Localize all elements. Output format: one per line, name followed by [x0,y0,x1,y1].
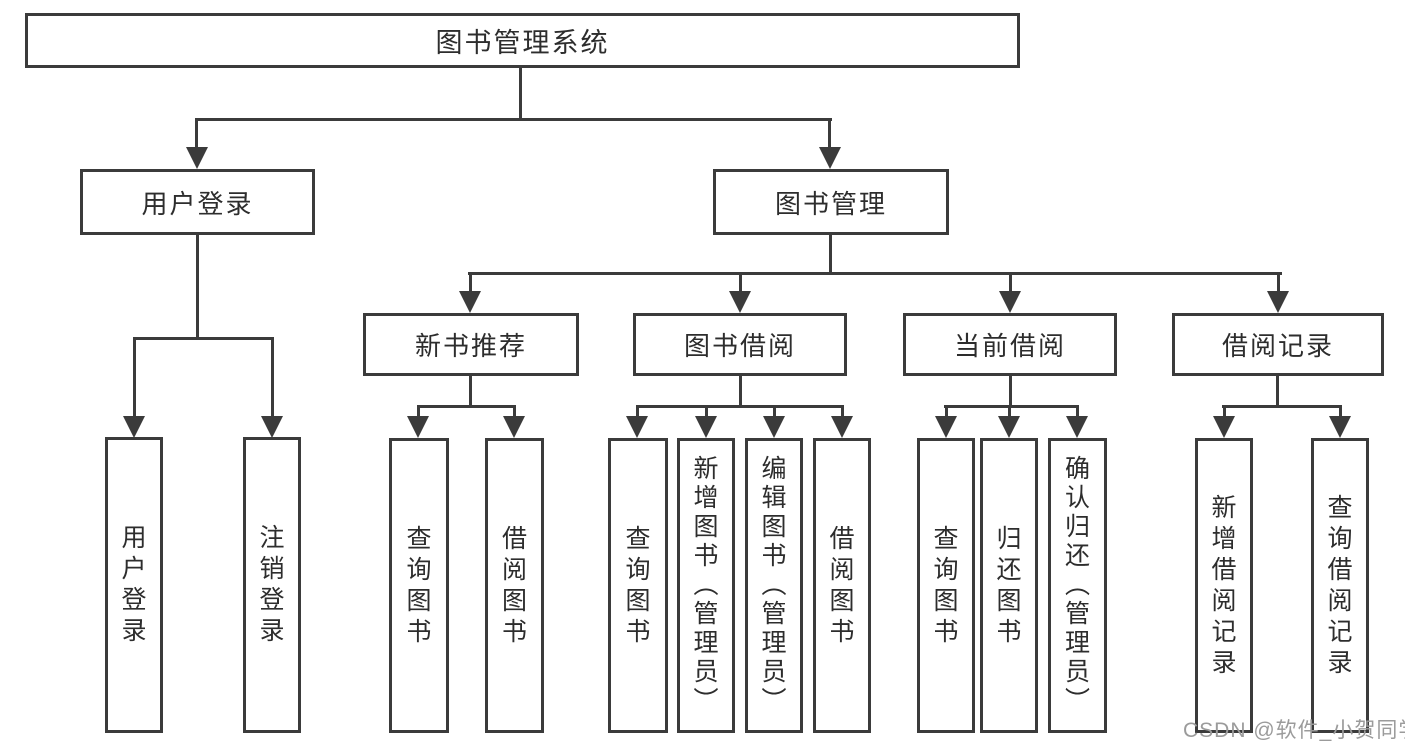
connector-g4-bar [944,405,1079,408]
connector-g5-trunk [1276,376,1279,408]
csdn-watermark: CSDN @软件_小贺同学 [1183,719,1405,742]
connector-userlogin-trunk [196,235,199,340]
connector-g3-bar [636,405,844,408]
connector-g4-trunk [1009,376,1012,408]
arrow-down-icon [1329,416,1351,438]
connector-g2-stem-1 [417,405,420,418]
arrow-down-icon [695,416,717,438]
connector-g2-bar [417,405,516,408]
leaf-query-books-borrowing: 查询图书 [608,438,668,733]
leaf-add-books-admin: 新增图书︵管理员︶ [677,438,735,733]
connector-g5-stem-1 [1223,405,1226,418]
leaf-query-borrow-record: 查询借阅记录 [1311,438,1369,733]
connector-g2-stem-2 [513,405,516,418]
leaf-query-books-recommend: 查询图书 [389,438,449,733]
connector-g3-stem-2 [705,405,708,418]
leaf-confirm-return-admin: 确认归还︵管理员︶ [1048,438,1107,733]
node-book-borrowing: 图书借阅 [633,313,847,376]
arrow-down-icon [935,416,957,438]
arrow-down-icon [763,416,785,438]
connector-g3-stem-1 [636,405,639,418]
node-library-management-system: 图书管理系统 [25,13,1020,68]
connector-root-bar [195,118,832,121]
node-current-borrowing: 当前借阅 [903,313,1117,376]
connector-bookmgmt-stem-4 [1277,272,1280,293]
connector-g5-bar [1222,405,1342,408]
arrow-down-icon [186,147,208,169]
leaf-borrow-books: 借阅图书 [813,438,871,733]
connector-bookmgmt-trunk [829,235,832,275]
connector-userlogin-stem-1 [133,337,136,417]
arrow-down-icon [123,416,145,438]
connector-userlogin-bar [133,337,274,340]
connector-bookmgmt-stem-3 [1009,272,1012,293]
connector-g3-stem-4 [841,405,844,418]
node-borrowing-records: 借阅记录 [1172,313,1384,376]
connector-bookmgmt-stem-1 [469,272,472,293]
arrow-down-icon [626,416,648,438]
connector-bookmgmt-bar [468,272,1282,275]
leaf-return-books: 归还图书 [980,438,1038,733]
connector-g2-trunk [469,376,472,408]
connector-g3-stem-3 [773,405,776,418]
connector-userlogin-stem-2 [271,337,274,417]
connector-g4-stem-2 [1008,405,1011,418]
connector-g5-stem-2 [1339,405,1342,418]
arrow-down-icon [1213,416,1235,438]
leaf-edit-books-admin: 编辑图书︵管理员︶ [745,438,803,733]
leaf-borrow-books-recommend: 借阅图书 [485,438,544,733]
arrow-down-icon [407,416,429,438]
arrow-down-icon [729,291,751,313]
node-user-login: 用户登录 [80,169,315,235]
arrow-down-icon [261,416,283,438]
arrow-down-icon [459,291,481,313]
leaf-logout: 注销登录 [243,437,301,733]
connector-g3-trunk [739,376,742,408]
connector-g4-stem-3 [1076,405,1079,418]
node-book-management: 图书管理 [713,169,949,235]
arrow-down-icon [1066,416,1088,438]
connector-bookmgmt-stem-2 [739,272,742,293]
connector-g4-stem-1 [945,405,948,418]
arrow-down-icon [999,291,1021,313]
arrow-down-icon [1267,291,1289,313]
arrow-down-icon [819,147,841,169]
arrow-down-icon [998,416,1020,438]
leaf-user-login: 用户登录 [105,437,163,733]
connector-root-stem-left [195,118,198,151]
leaf-add-borrow-record: 新增借阅记录 [1195,438,1253,733]
arrow-down-icon [503,416,525,438]
leaf-query-books-current: 查询图书 [917,438,975,733]
connector-root-trunk [519,68,522,121]
node-new-book-recommendation: 新书推荐 [363,313,579,376]
connector-root-stem-right [828,118,831,151]
arrow-down-icon [831,416,853,438]
